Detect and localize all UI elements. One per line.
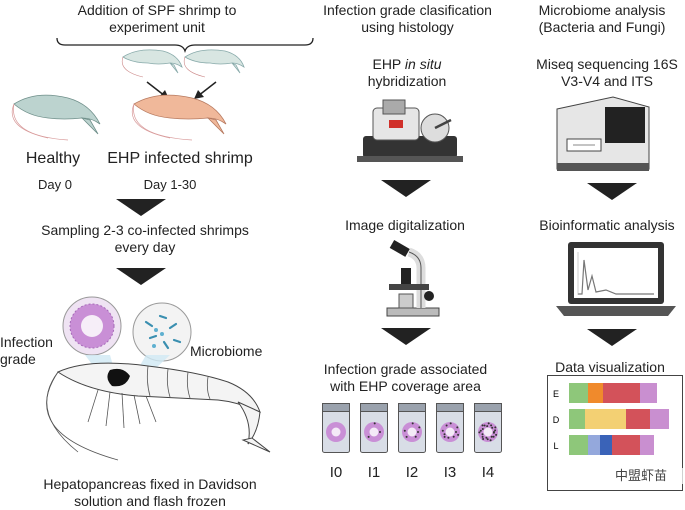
bar-segment-l-3 [588,435,600,455]
day0-label: Day 0 [38,177,72,192]
slide-i3 [436,403,464,453]
infection-grade-line1: Infection [0,334,53,350]
bar-segment-d-6 [650,409,669,429]
bar-segment-d-5 [626,409,650,429]
flow-arrow-down-icon [116,268,166,285]
assoc-line1: Infection grade associated [323,361,488,377]
hepato-line1: Hepatopancreas fixed in Davidson [43,476,257,492]
sampling-line1: Sampling 2-3 co-infected shrimps [41,222,249,238]
middle-title-line1: Infection grade clasification [323,2,492,18]
middle-title-line2: using histology [361,18,454,35]
healthy-shrimp-icon [11,94,101,141]
bar-segment-l-0 [569,435,588,455]
watermark: 中盟虾苗 [596,468,685,484]
grade-label-i2: I2 [405,464,419,481]
bar-segment-e-1 [588,383,603,403]
sampling-text: Sampling 2-3 co-infected shrimps every d… [20,222,270,256]
healthy-label: Healthy [25,150,81,167]
flow-arrow-down-icon [116,199,166,216]
row-label-e: E [553,389,559,399]
ehp-line1: EHP in situ [332,56,482,73]
flow-arrow-down-icon [381,180,431,197]
laptop-icon [556,242,676,316]
infected-label: EHP infected shrimp [107,150,253,167]
sequencer-icon [556,96,650,171]
bar-segment-e-5 [603,383,640,403]
day-range-label: Day 1-30 [143,177,197,192]
miseq-line2: V3-V4 and ITS [561,72,653,89]
right-title-line1: Microbiome analysis [538,2,666,18]
assoc-text: Infection grade associated with EHP cove… [318,361,493,395]
hepato-text: Hepatopancreas fixed in Davidson solutio… [15,476,285,510]
bar-segment-l-4 [600,435,612,455]
infection-grade-line2: grade [0,350,36,367]
grouping-brace [56,37,314,54]
microscope-icon [386,240,440,317]
bar-segment-d-2 [585,409,626,429]
ehp-italic: in situ [404,56,442,72]
bar-segment-e-6 [640,383,657,403]
row-label-l: L [553,441,558,451]
spf-shrimp-icon-2 [183,49,245,78]
grade-label-i4: I4 [481,464,495,481]
infected-shrimp-icon [131,94,227,141]
bar-segment-d-0 [569,409,585,429]
ehp-prefix: EHP [372,56,405,72]
miseq-line1: Miseq sequencing 16S [536,56,678,72]
bar-segment-e-0 [569,383,588,403]
row-label-d: D [553,415,560,425]
microbiome-label: Microbiome [190,343,263,359]
digital-label: Image digitalization [345,217,465,233]
slide-i0 [322,403,350,453]
assoc-line2: with EHP coverage area [330,377,481,394]
right-title: Microbiome analysis (Bacteria and Fungi) [527,2,677,36]
right-title-line2: (Bacteria and Fungi) [538,18,666,35]
infection-grade-label: Infection grade [0,334,60,368]
middle-title: Infection grade clasification using hist… [300,2,515,36]
flow-arrow-down-icon [587,329,637,346]
grade-label-i1: I1 [367,464,381,481]
dataviz-label: Data visualization [555,359,665,375]
left-title-line2: experiment unit [109,18,205,35]
grade-label-i3: I3 [443,464,457,481]
miseq-text: Miseq sequencing 16S V3-V4 and ITS [527,56,685,90]
arrow-icon-down-left [194,81,217,99]
bioinfo-label: Bioinformatic analysis [539,217,675,233]
spf-shrimp-icon-1 [121,49,183,78]
grade-label-i0: I0 [329,464,343,481]
left-title-line1: Addition of SPF shrimp to [77,2,237,18]
large-shrimp-icon [46,362,271,461]
slide-i1 [360,403,388,453]
slide-i2 [398,403,426,453]
microtome-icon [357,99,463,162]
flow-arrow-down-icon [381,328,431,345]
bar-segment-l-6 [640,435,654,455]
ehp-line2: hybridization [367,72,447,89]
left-title: Addition of SPF shrimp to experiment uni… [52,2,262,36]
ehp-text: EHP in situ hybridization [332,56,482,90]
tissue-section-icon [62,296,122,356]
microbe-circle-icon [132,302,192,362]
flow-arrow-down-icon [587,183,637,200]
bar-segment-l-5 [612,435,640,455]
hepato-line2: solution and flash frozen [74,492,226,509]
sampling-line2: every day [114,238,176,255]
slide-i4 [474,403,502,453]
